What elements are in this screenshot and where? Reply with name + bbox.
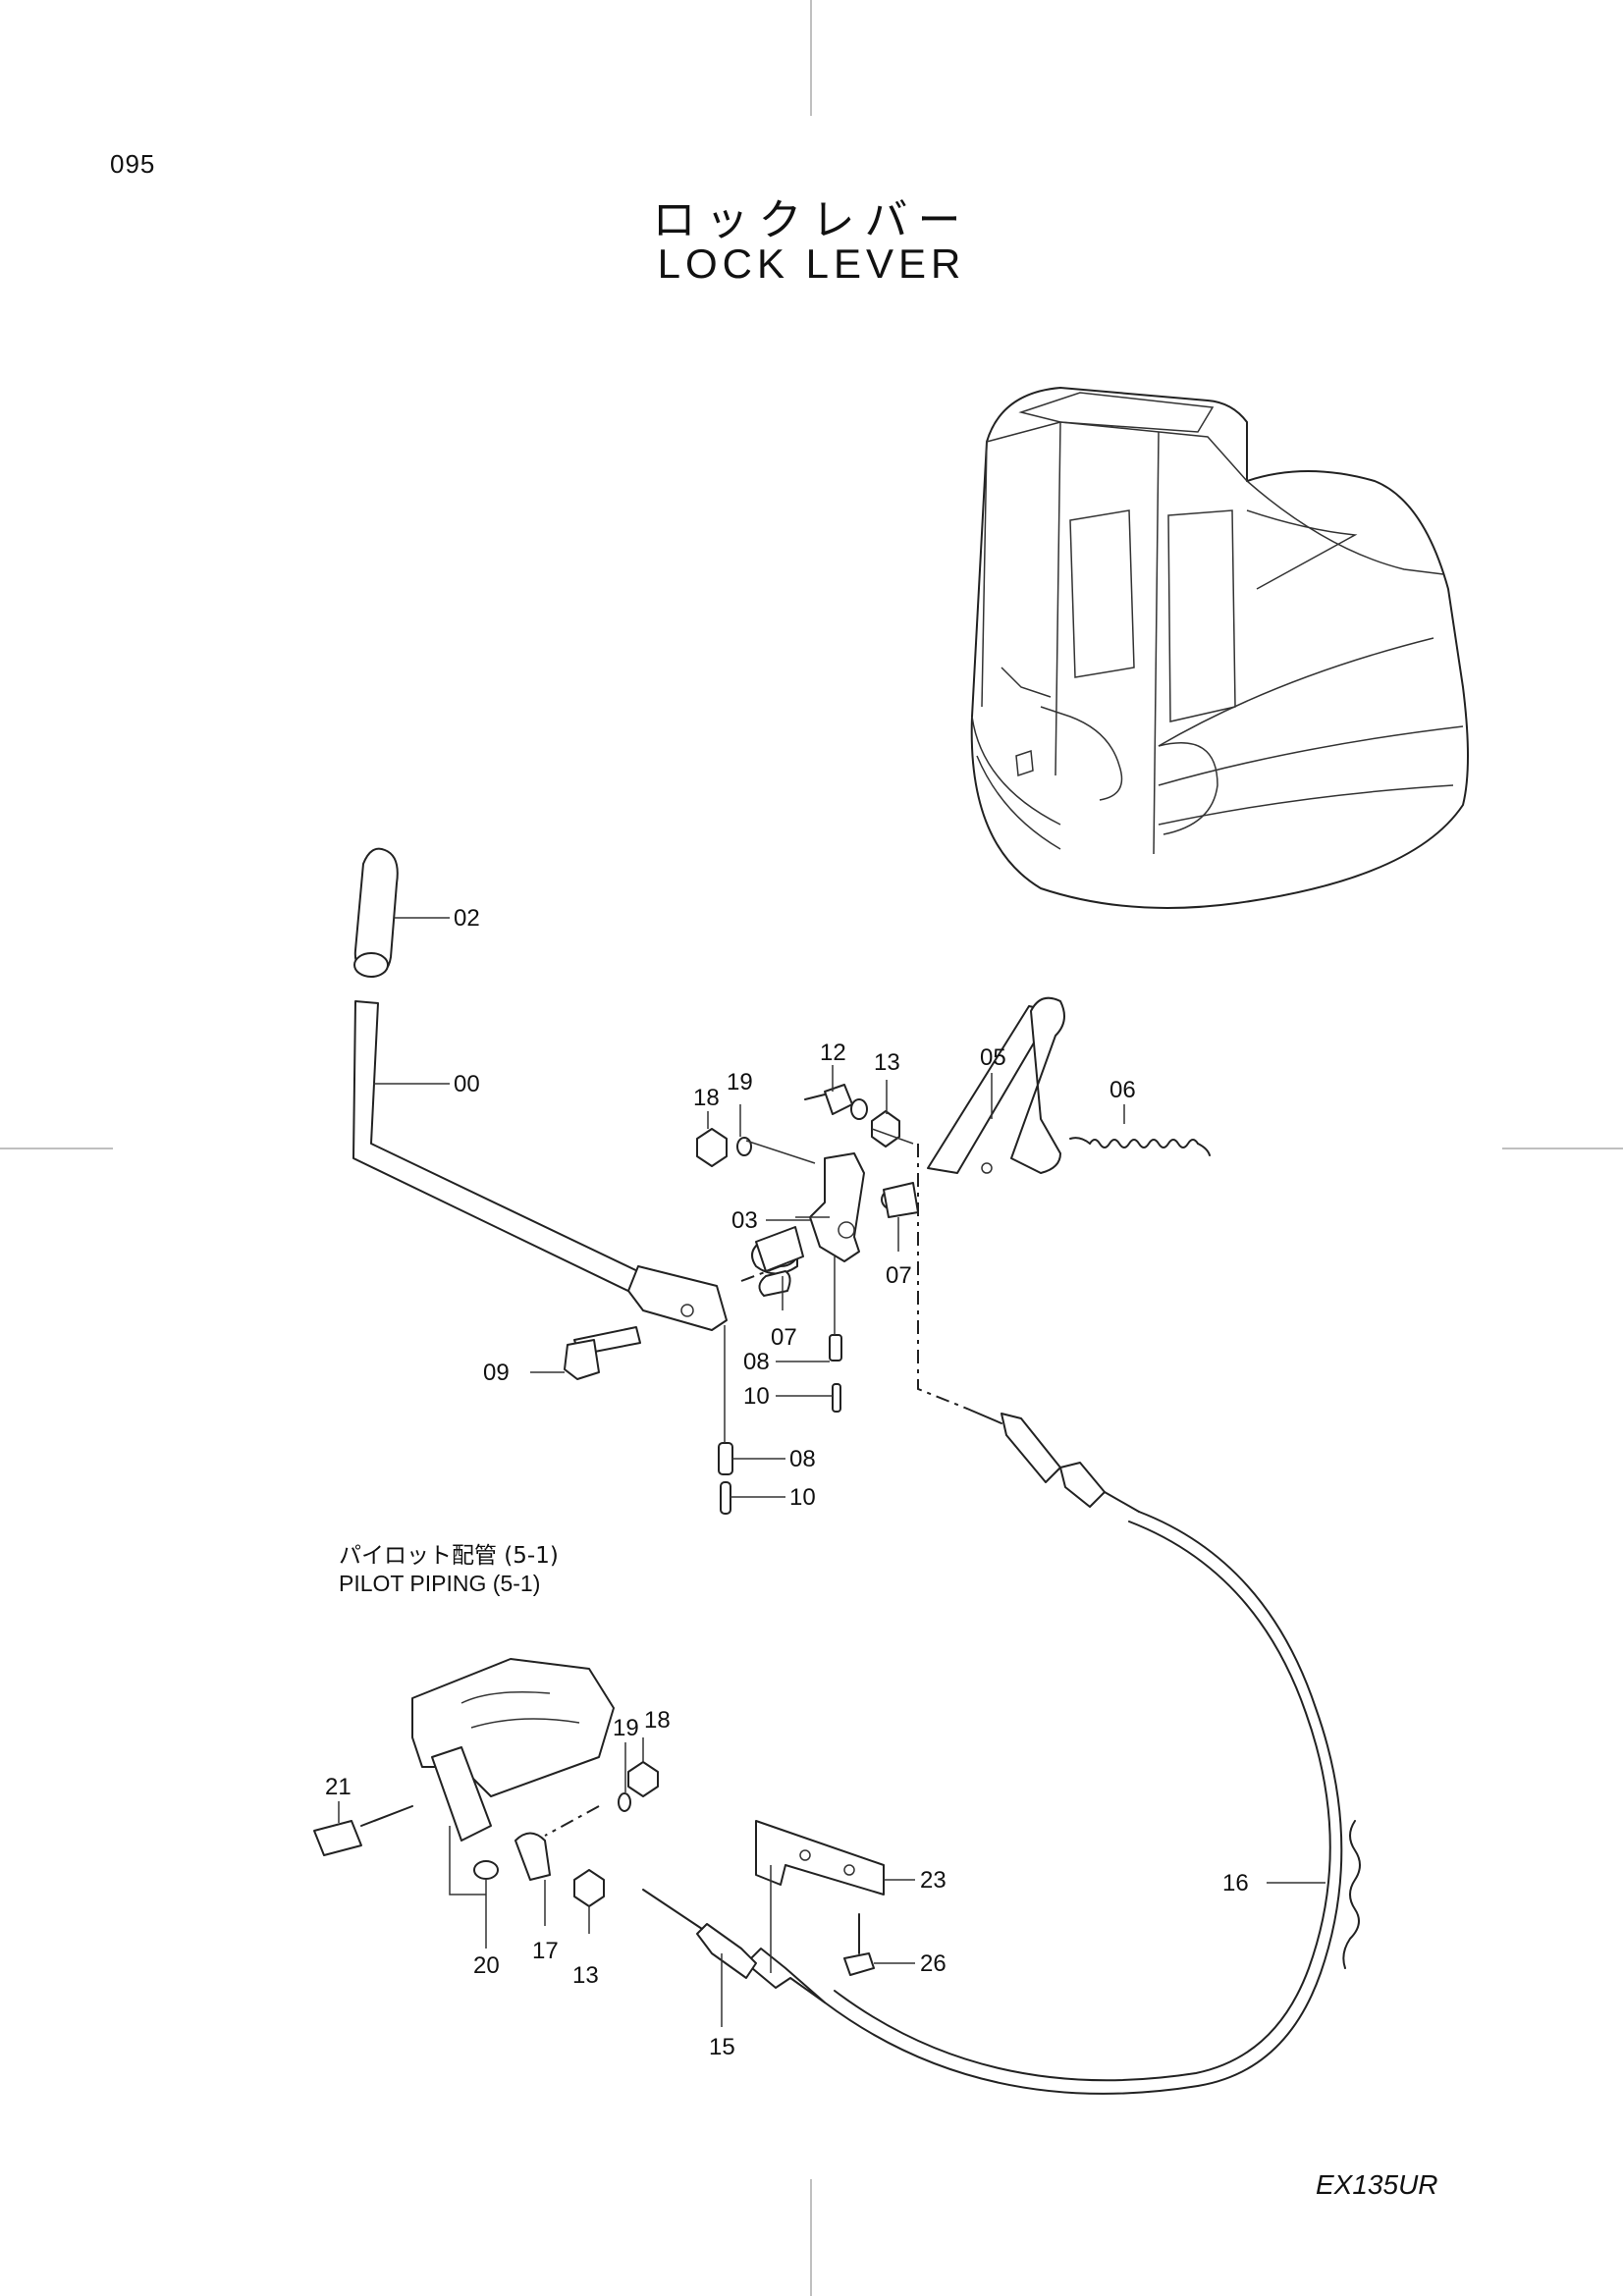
- model-number: EX135UR: [1316, 2169, 1438, 2200]
- callout-00: 00: [454, 1071, 480, 1097]
- callout-08: 08: [743, 1349, 770, 1375]
- pilot-piping-reference: PILOT PIPING (5-1): [339, 1571, 541, 1596]
- callout-leaders: [338, 917, 1325, 2027]
- page-title: LOCK LEVER: [657, 240, 966, 287]
- callout-02: 02: [454, 905, 480, 932]
- pilot-valve-assembly: [313, 1658, 885, 1976]
- callout-26: 26: [920, 1950, 947, 1977]
- callout-09: 09: [483, 1360, 510, 1386]
- callout-12: 12: [820, 1040, 846, 1066]
- callout-18: 18: [693, 1085, 720, 1111]
- callout-21: 21: [325, 1774, 352, 1800]
- callout-05: 05: [980, 1044, 1006, 1071]
- assembly-lines-upper: [724, 1128, 968, 1443]
- callout-10: 10: [743, 1383, 770, 1410]
- excavator-location-view: [970, 387, 1469, 909]
- shaft-and-spring: [927, 996, 1211, 1174]
- callout-08: 08: [789, 1446, 816, 1472]
- page-number: 095: [110, 149, 156, 179]
- callout-03: 03: [731, 1207, 758, 1234]
- callout-19: 19: [613, 1715, 639, 1741]
- callout-13: 13: [572, 1962, 599, 1989]
- callout-07: 07: [771, 1324, 797, 1351]
- callout-15: 15: [709, 2034, 735, 2060]
- callout-17: 17: [532, 1938, 559, 1964]
- callout-07: 07: [886, 1262, 912, 1289]
- upper-hardware: [696, 1084, 900, 1515]
- callout-10: 10: [789, 1484, 816, 1511]
- lock-lever-assembly: [352, 847, 728, 1380]
- callout-23: 23: [920, 1867, 947, 1894]
- page-title-japanese: ロックレバー: [652, 195, 971, 245]
- callout-19: 19: [727, 1069, 753, 1095]
- pilot-piping-reference-japanese: パイロット配管 (5-1): [339, 1543, 559, 1569]
- control-cable: [642, 1408, 1361, 2095]
- callout-16: 16: [1222, 1870, 1249, 1896]
- callout-labels: 02 00 12 13 05 06 18 19 03 07 07 08 10 0…: [325, 905, 1249, 2060]
- callout-18: 18: [644, 1707, 671, 1734]
- callout-13: 13: [874, 1049, 900, 1076]
- callout-06: 06: [1109, 1077, 1136, 1103]
- callout-20: 20: [473, 1952, 500, 1979]
